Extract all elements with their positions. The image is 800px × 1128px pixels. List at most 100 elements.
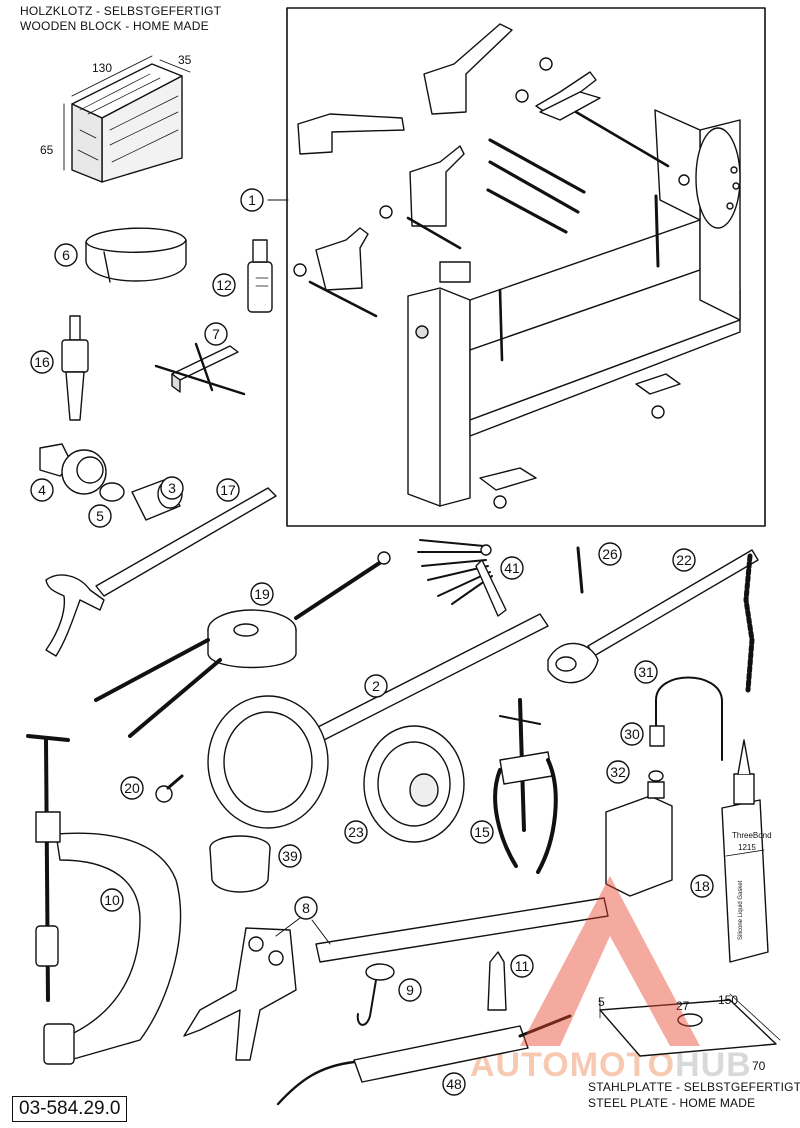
callout-20-circle (120, 776, 144, 800)
part-number: 03-584.29.0 (12, 1096, 128, 1122)
callout-41-circle (500, 556, 524, 580)
callout-32-circle (606, 760, 630, 784)
valve-spring-compressor (26, 734, 182, 1065)
callout-11-circle (510, 954, 534, 978)
callout-8-circle (294, 896, 318, 920)
callout-8-leader-b (311, 919, 331, 945)
callout-6-circle (54, 243, 78, 267)
callout-39-circle (278, 844, 302, 868)
plate-thickness-dim: 5 (598, 995, 605, 1009)
callout-48-circle (442, 1072, 466, 1096)
plate-width-dim: 70 (752, 1059, 766, 1073)
pulley-disc (363, 725, 465, 843)
callout-19-circle (250, 582, 274, 606)
callout-15: 15 (474, 824, 490, 840)
callout-12: 12 (216, 277, 232, 293)
feeler-gauge-set (417, 539, 507, 617)
callout-22: 22 (676, 552, 692, 568)
two-arm-puller (493, 698, 558, 874)
callout-30: 30 (624, 726, 640, 742)
tube-note: Silicone Liquid Gasket (738, 880, 744, 940)
callout-19: 19 (254, 586, 270, 602)
slide-hammer-puller (61, 315, 89, 421)
callout-16-circle (30, 350, 54, 374)
callouts: 1 2 3 4 5 6 7 8 9 10 11 12 15 (30, 188, 714, 1096)
press-cup (209, 835, 271, 893)
tube-brand: ThreeBond (732, 831, 772, 840)
callout-18: 18 (694, 878, 710, 894)
grease-tube (487, 951, 507, 1011)
callout-18-circle (690, 874, 714, 898)
bearing-puller-set (39, 443, 183, 521)
watermark-logo (520, 876, 700, 1046)
wood-caption-de: HOLZKLOTZ - SELBSTGEFERTIGT (20, 4, 222, 18)
callout-8: 8 (302, 900, 310, 916)
dowel-pin (576, 546, 584, 594)
callout-5: 5 (96, 508, 104, 524)
small-parts-set (648, 676, 723, 782)
callout-26: 26 (602, 546, 618, 562)
callout-17-circle (216, 478, 240, 502)
wood-length-dim: 130 (92, 61, 112, 75)
callout-15-circle (470, 820, 494, 844)
callout-11: 11 (515, 958, 530, 974)
oil-canister (605, 781, 673, 897)
loctite-bottle (247, 239, 273, 313)
wood-depth-dim: 35 (178, 53, 192, 67)
callout-48: 48 (446, 1076, 462, 1092)
callout-22-circle (672, 548, 696, 572)
plate-length-dim: 150 (718, 993, 738, 1007)
steel-caption-de: STAHLPLATTE - SELBSTGEFERTIGT (588, 1080, 800, 1094)
grease-gun (276, 1014, 572, 1106)
callout-7-circle (204, 322, 228, 346)
callout-9: 9 (406, 982, 414, 998)
callout-20: 20 (124, 780, 140, 796)
callout-3-circle (160, 476, 184, 500)
callout-30-circle (620, 722, 644, 746)
callout-1-circle (240, 188, 264, 212)
callout-23: 23 (348, 824, 364, 840)
stand-brackets (293, 23, 690, 509)
wood-height-dim: 65 (40, 143, 54, 157)
callout-8-leader-a (275, 917, 301, 937)
tube-code: 1215 (738, 843, 756, 852)
flywheel-puller (94, 551, 391, 738)
sealant-tube (721, 739, 769, 963)
callout-31: 31 (638, 664, 654, 680)
callout-2: 2 (372, 678, 380, 694)
callout-10: 10 (104, 892, 120, 908)
callout-2-circle (364, 674, 388, 698)
callout-17: 17 (220, 482, 236, 498)
wood-caption-en: WOODEN BLOCK - HOME MADE (20, 19, 209, 33)
callout-10-circle (100, 888, 124, 912)
swingarm-tool (183, 897, 609, 1061)
callout-32: 32 (610, 764, 626, 780)
callout-6: 6 (62, 247, 70, 263)
plate-hole-dim: 27 (676, 999, 690, 1013)
chain-holder-tool (547, 549, 759, 693)
callout-7: 7 (212, 326, 220, 342)
callout-4: 4 (38, 482, 46, 498)
callout-4-circle (30, 478, 54, 502)
callout-9-circle (398, 978, 422, 1002)
clamp-ring (85, 227, 187, 283)
crankshaft-holder (154, 342, 246, 396)
callout-26-circle (598, 542, 622, 566)
callout-3: 3 (168, 480, 176, 496)
small-screw (155, 774, 184, 803)
callout-31-circle (634, 660, 658, 684)
clutch-basket-holder (207, 613, 549, 829)
wooden-block (63, 55, 191, 183)
callout-12-circle (212, 273, 236, 297)
callout-16: 16 (34, 354, 50, 370)
frame-kit-box (286, 7, 766, 527)
callout-39: 39 (282, 848, 298, 864)
steel-plate (599, 993, 781, 1057)
clutch-holder (45, 487, 277, 657)
steel-caption-en: STEEL PLATE - HOME MADE (588, 1096, 756, 1110)
engine-stand-frame (407, 109, 741, 507)
callout-41: 41 (504, 560, 520, 576)
callout-1: 1 (248, 192, 256, 208)
